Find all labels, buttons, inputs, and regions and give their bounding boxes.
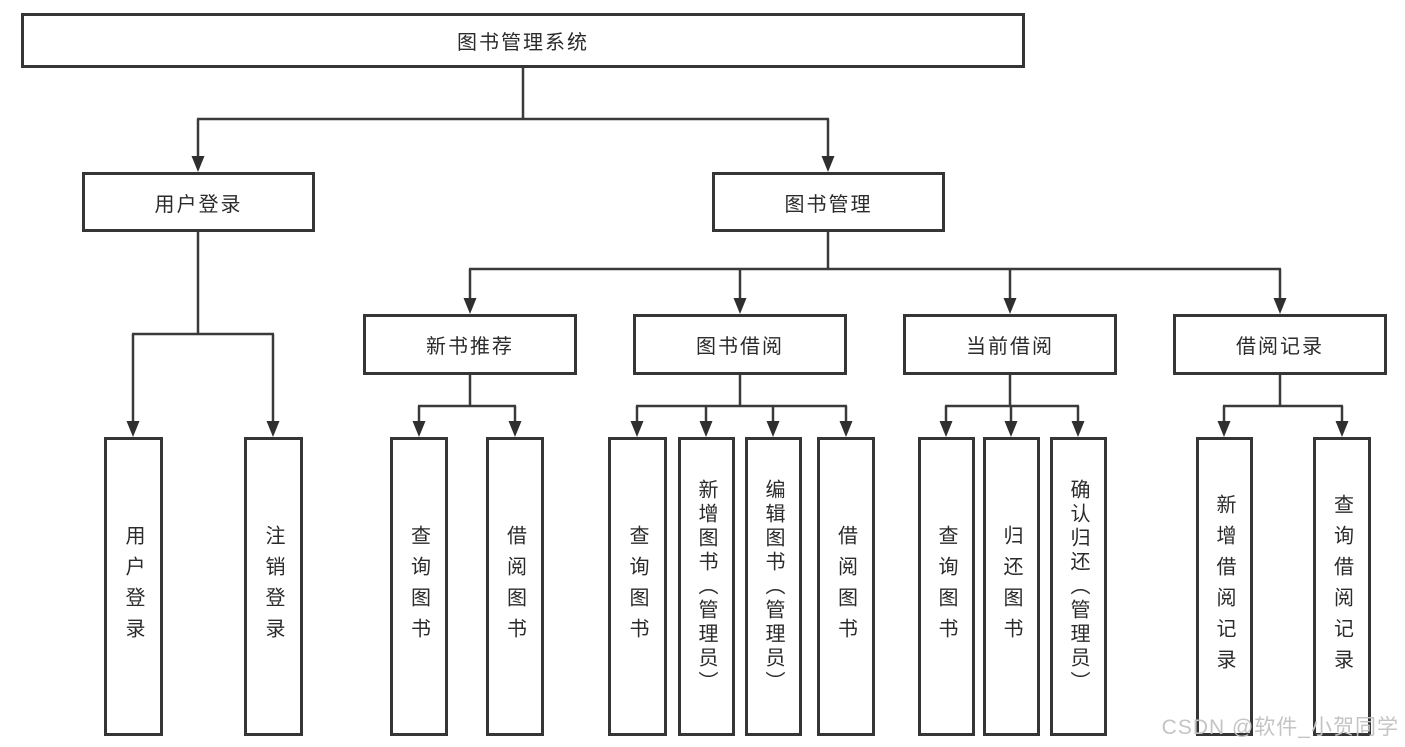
leaf-confirm-return-admin: 确认归还（管理员） (1050, 437, 1107, 736)
node-label: 查询借阅记录 (1330, 493, 1353, 680)
connector-new-book-trunk (418, 374, 516, 408)
node-label: 用户登录 (154, 193, 243, 216)
node-label: 查询图书 (407, 524, 430, 649)
arrow-down-icon (1335, 421, 1349, 437)
node-label: 借阅图书 (503, 524, 526, 649)
node-label: 归还图书 (1000, 524, 1022, 649)
leaf-borrow-books: 借阅图书 (817, 437, 875, 736)
arrow-down-icon (508, 421, 522, 437)
watermark: CSDN @软件_小贺同学 (1161, 716, 1399, 739)
connector-book-borrow-drops (635, 406, 848, 422)
leaf-user-login: 用户登录 (104, 437, 163, 736)
arrow-down-icon (1003, 298, 1017, 314)
leaf-add-book-admin: 新增图书（管理员） (678, 437, 735, 736)
node-label: 注销登录 (262, 524, 284, 649)
leaf-query-borrow-record: 查询借阅记录 (1313, 437, 1371, 736)
node-label: 编辑图书（管理员） (762, 478, 784, 695)
node-label: 查询图书 (626, 524, 648, 649)
arrow-down-icon (1217, 421, 1231, 437)
node-book-management: 图书管理 (712, 172, 945, 232)
connector-user-login-drops (131, 334, 275, 422)
node-label: 查询图书 (935, 524, 957, 649)
arrow-down-icon (839, 421, 853, 437)
leaf-edit-book-admin: 编辑图书（管理员） (745, 437, 802, 736)
node-new-book-recommend: 新书推荐 (363, 314, 577, 375)
arrow-down-icon (821, 156, 835, 172)
arrow-down-icon (630, 421, 644, 437)
node-label: 新增图书（管理员） (695, 478, 717, 695)
node-label: 新增借阅记录 (1213, 493, 1235, 680)
node-current-borrow: 当前借阅 (903, 314, 1117, 375)
arrow-down-icon (191, 156, 205, 172)
node-label: 图书借阅 (696, 336, 784, 358)
node-label: 当前借阅 (966, 336, 1054, 358)
node-label: 借阅记录 (1236, 336, 1324, 358)
arrow-down-icon (463, 298, 477, 314)
arrow-down-icon (733, 298, 747, 314)
connector-paths (131, 67, 1344, 422)
node-label: 借阅图书 (834, 524, 857, 649)
connector-root-trunk (197, 67, 829, 121)
leaf-query-books-current: 查询图书 (918, 437, 975, 736)
arrow-down-icon (266, 421, 280, 437)
connector-book-mgmt-drops (468, 269, 1282, 299)
node-borrow-records: 借阅记录 (1173, 314, 1387, 375)
arrow-down-icon (412, 421, 426, 437)
node-library-management-system: 图书管理系统 (21, 13, 1025, 68)
leaf-logout: 注销登录 (244, 437, 303, 736)
node-label: 确认归还（管理员） (1067, 478, 1089, 695)
arrow-down-icon (1071, 421, 1085, 437)
leaf-query-books-recommend: 查询图书 (390, 437, 448, 736)
leaf-query-books-borrow: 查询图书 (608, 437, 667, 736)
node-label: 新书推荐 (426, 336, 514, 358)
leaf-borrow-books-recommend: 借阅图书 (486, 437, 544, 736)
arrow-down-icon (1004, 421, 1018, 437)
arrow-down-icon (939, 421, 953, 437)
arrowheads (126, 156, 1349, 437)
arrow-down-icon (699, 421, 713, 437)
connector-user-login-trunk (132, 231, 274, 336)
connector-current-borrow-drops (944, 406, 1080, 422)
connector-borrow-records-trunk (1223, 374, 1343, 408)
arrow-down-icon (1273, 298, 1287, 314)
node-label: 图书管理 (784, 193, 873, 216)
connector-borrow-records-drops (1222, 406, 1344, 422)
node-book-borrow: 图书借阅 (633, 314, 847, 375)
node-label: 用户登录 (122, 524, 144, 649)
connector-book-mgmt-trunk (469, 231, 1281, 271)
arrow-down-icon (126, 421, 140, 437)
node-label: 图书管理系统 (457, 32, 589, 54)
connector-current-borrow-trunk (945, 374, 1079, 408)
connector-new-book-drops (417, 406, 517, 422)
leaf-add-borrow-record: 新增借阅记录 (1196, 437, 1253, 736)
connector-book-borrow-trunk (636, 374, 847, 408)
connector-root-drops (196, 119, 830, 157)
leaf-return-book: 归还图书 (983, 437, 1040, 736)
node-user-login: 用户登录 (82, 172, 315, 232)
arrow-down-icon (766, 421, 780, 437)
